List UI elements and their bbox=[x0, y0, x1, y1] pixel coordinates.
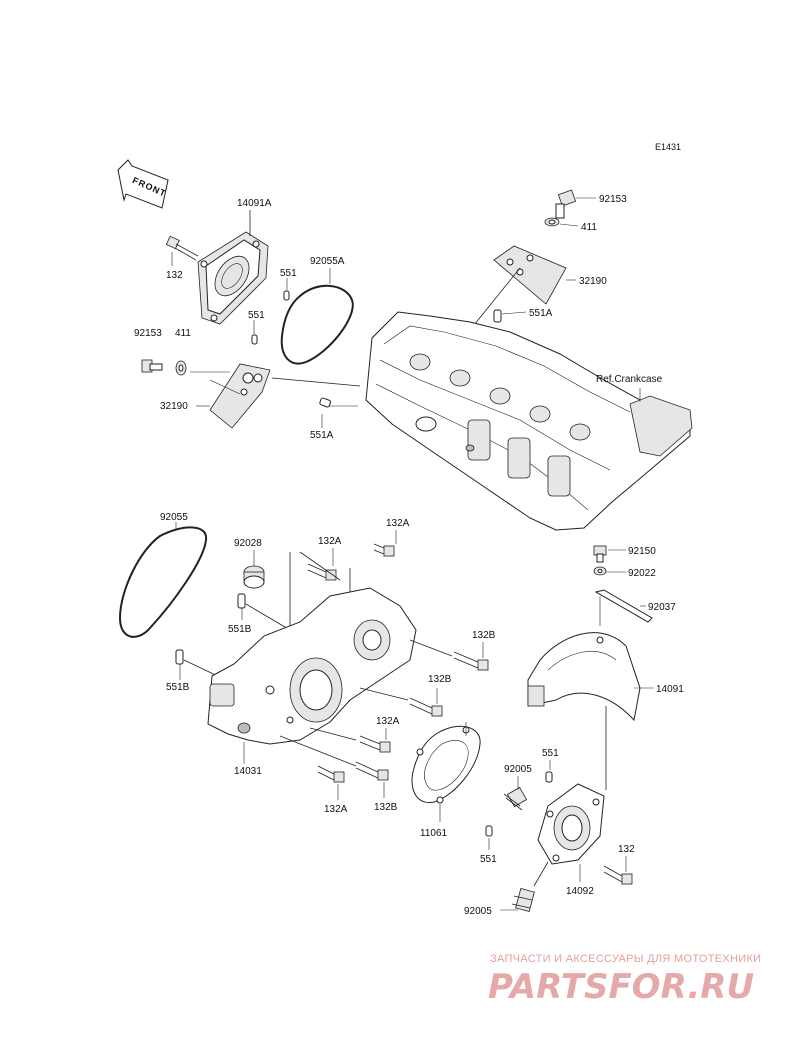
diagram-id-code: E1431 bbox=[655, 142, 681, 152]
label-551A-right: 551A bbox=[529, 308, 553, 319]
oring-92055A bbox=[280, 284, 354, 365]
label-551-right: 551 bbox=[542, 748, 559, 759]
label-14092: 14092 bbox=[566, 886, 594, 897]
washer-92022 bbox=[593, 566, 607, 576]
label-14091: 14091 bbox=[656, 684, 684, 695]
cover-14092 bbox=[537, 783, 605, 865]
label-551-bottom: 551 bbox=[480, 854, 497, 865]
label-92055A: 92055A bbox=[310, 256, 345, 267]
dowel-551-a bbox=[283, 290, 290, 301]
label-132B-3: 132B bbox=[374, 802, 398, 813]
label-92150: 92150 bbox=[628, 546, 656, 557]
label-32190-left: 32190 bbox=[160, 401, 188, 412]
gasket-11061 bbox=[411, 725, 481, 804]
label-132A-3: 132A bbox=[376, 716, 400, 727]
bolt-132-right bbox=[603, 865, 633, 885]
label-132A-4: 132A bbox=[324, 804, 348, 815]
bracket-32190-right bbox=[493, 245, 567, 305]
label-132-right: 132 bbox=[618, 844, 635, 855]
label-92005-2: 92005 bbox=[464, 906, 492, 917]
dowel-551B-b bbox=[175, 649, 184, 665]
bolt-132A-d bbox=[317, 765, 345, 783]
plug-92028 bbox=[243, 565, 265, 589]
bracket-32190-left bbox=[209, 363, 271, 429]
dowel-551-right bbox=[545, 771, 553, 783]
bolt-132B-b bbox=[409, 697, 443, 717]
label-ref-crankcase: Ref.Crankcase bbox=[596, 374, 663, 385]
watermark-tagline: ЗАПЧАСТИ И АКСЕССУАРЫ ДЛЯ МОТОТЕХНИКИ bbox=[490, 953, 761, 965]
crankcase-reference bbox=[365, 311, 693, 531]
label-92022: 92022 bbox=[628, 568, 656, 579]
label-551-top1: 551 bbox=[280, 268, 297, 279]
oring-92055 bbox=[118, 526, 208, 638]
label-11061: 11061 bbox=[420, 828, 448, 839]
label-32190-right: 32190 bbox=[579, 276, 607, 287]
bolt-132B-a bbox=[453, 651, 489, 671]
label-92028: 92028 bbox=[234, 538, 262, 549]
label-551B-1: 551B bbox=[228, 624, 252, 635]
label-92055: 92055 bbox=[160, 512, 188, 523]
label-551B-2: 551B bbox=[166, 682, 190, 693]
label-92005-1: 92005 bbox=[504, 764, 532, 775]
bolt-92153-right bbox=[555, 189, 577, 219]
label-411-right: 411 bbox=[581, 222, 597, 233]
cover-14091A bbox=[197, 231, 269, 325]
front-arrow-icon: FRONT bbox=[117, 159, 169, 209]
bolt-132B-c bbox=[355, 761, 389, 781]
watermark-brand-logo: PARTSFOR.RU bbox=[488, 967, 754, 1007]
bolt-132-top bbox=[165, 235, 199, 261]
label-551-top2: 551 bbox=[248, 310, 265, 321]
dowel-551-bottom bbox=[485, 825, 493, 837]
label-92153-right: 92153 bbox=[599, 194, 627, 205]
label-132-top: 132 bbox=[166, 270, 183, 281]
dowel-551A-left bbox=[319, 397, 332, 408]
washer-411-left bbox=[175, 360, 187, 376]
fitting-92005-b bbox=[511, 888, 535, 912]
label-551A-left: 551A bbox=[310, 430, 334, 441]
housing-14031 bbox=[207, 587, 417, 745]
label-92037: 92037 bbox=[648, 602, 676, 613]
bolt-132A-c bbox=[359, 735, 391, 753]
dowel-551-b bbox=[251, 334, 258, 345]
band-92037 bbox=[594, 589, 653, 623]
label-132A-1: 132A bbox=[318, 536, 342, 547]
bolt-132A-a bbox=[373, 543, 395, 557]
cover-14091 bbox=[527, 632, 641, 722]
label-132B-1: 132B bbox=[472, 630, 496, 641]
label-92153-left: 92153 bbox=[134, 328, 162, 339]
label-132A-2: 132A bbox=[386, 518, 410, 529]
bolt-92150 bbox=[593, 545, 607, 563]
label-411-left: 411 bbox=[175, 328, 191, 339]
bolt-132A-b bbox=[307, 563, 337, 581]
label-14031: 14031 bbox=[234, 766, 262, 777]
bolt-92153-left bbox=[141, 359, 163, 373]
washer-411-right bbox=[544, 217, 560, 227]
label-14091A: 14091A bbox=[237, 198, 272, 209]
dowel-551A-right bbox=[493, 309, 502, 323]
dowel-551B-a bbox=[237, 593, 246, 609]
label-132B-2: 132B bbox=[428, 674, 452, 685]
fitting-92005-a bbox=[503, 786, 528, 811]
